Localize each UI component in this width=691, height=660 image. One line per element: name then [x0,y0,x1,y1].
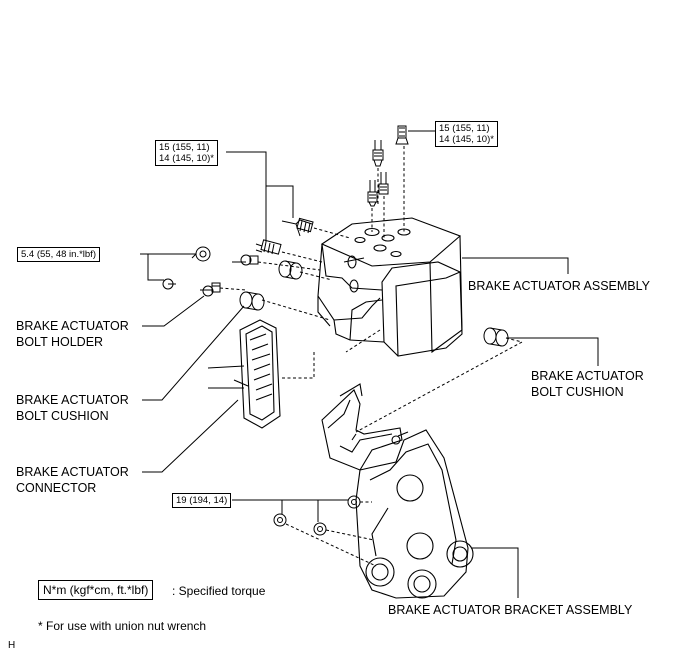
label-bracket-assembly: BRAKE ACTUATOR BRACKET ASSEMBLY [388,602,632,618]
torque-spec-bracket-nuts: 19 (194, 14) [172,493,232,508]
label-line-2: CONNECTOR [16,481,97,495]
label-connector: BRAKE ACTUATOR CONNECTOR [16,464,129,496]
left-union-nuts-drawing [255,217,314,255]
label-bolt-holder: BRAKE ACTUATOR BOLT HOLDER [16,318,129,350]
label-line-1: BRAKE ACTUATOR [16,393,129,407]
top-brake-pipes-drawing [367,125,409,207]
torque-spec-left-union-nut: 15 (155, 11) 14 (145, 10)* [155,140,218,166]
torque-value-primary: 15 (155, 11) [439,123,490,134]
label-line-1: BRAKE ACTUATOR [16,465,129,479]
torque-value: 5.4 (55, 48 in.*lbf) [21,249,96,260]
label-line-2: BOLT CUSHION [531,385,624,399]
top-pipe-leader-lines [371,146,405,240]
label-brake-actuator-assembly: BRAKE ACTUATOR ASSEMBLY [468,278,650,294]
brake-actuator-bracket-drawing [321,383,474,599]
label-text: BRAKE ACTUATOR ASSEMBLY [468,279,651,293]
legend-unit-text: N*m (kgf*cm, ft.*lbf) [43,583,149,597]
footnote-text: * For use with union nut wrench [38,619,207,633]
torque-spec-top-union-nut: 15 (155, 11) 14 (145, 10)* [435,121,498,147]
legend-description-text: : Specified torque [172,584,266,598]
label-line-1: BRAKE ACTUATOR [16,319,129,333]
label-line-1: BRAKE ACTUATOR [531,369,644,383]
torque-value: 19 (194, 14) [176,495,228,506]
brake-actuator-connector-drawing [207,319,281,429]
brake-actuator-assembly-drawing [317,217,463,357]
torque-spec-bolt-holder: 5.4 (55, 48 in.*lbf) [17,247,100,262]
figure-code-text: H [8,640,16,651]
label-line-2: BOLT CUSHION [16,409,109,423]
label-bolt-cushion-right: BRAKE ACTUATOR BOLT CUSHION [531,368,644,400]
footnote: * For use with union nut wrench [38,619,206,633]
legend-torque-unit: N*m (kgf*cm, ft.*lbf) [38,580,154,600]
bracket-nuts-drawing [273,495,361,536]
label-text: BRAKE ACTUATOR BRACKET ASSEMBLY [388,603,633,617]
label-bolt-cushion-left: BRAKE ACTUATOR BOLT CUSHION [16,392,129,424]
leader-lines [140,130,599,598]
label-line-2: BOLT HOLDER [16,335,104,349]
legend-description: : Specified torque [172,584,265,598]
torque-value-secondary: 14 (145, 10)* [159,153,214,164]
torque-value-secondary: 14 (145, 10)* [439,134,494,145]
torque-value-primary: 15 (155, 11) [159,142,210,153]
figure-code: H [8,640,15,651]
